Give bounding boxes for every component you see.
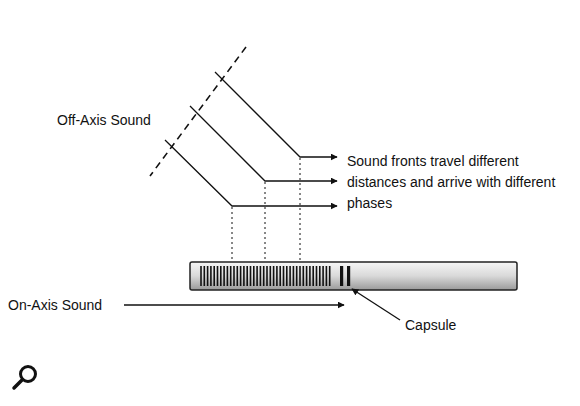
slot-stroke [246, 266, 248, 286]
slot-stroke [243, 266, 245, 286]
slot-stroke [230, 266, 232, 286]
slot-stroke [220, 266, 222, 286]
interference-slots [201, 266, 330, 286]
slot-stroke [279, 266, 281, 286]
slot-stroke [296, 266, 298, 286]
dotted-drop [300, 158, 301, 261]
slot-stroke [223, 266, 225, 286]
slot-stroke [289, 266, 291, 286]
magnifier-icon [14, 367, 36, 389]
off-axis-label: Off-Axis Sound [57, 110, 151, 131]
slot-stroke [312, 266, 314, 286]
sound-path [215, 72, 337, 157]
capsule-leader [352, 289, 400, 320]
wavefront-line [150, 47, 246, 176]
slot-stroke [316, 266, 318, 286]
slot-stroke [250, 266, 252, 286]
on-axis-label: On-Axis Sound [8, 295, 102, 316]
slot-stroke [204, 266, 206, 286]
slot-stroke [217, 266, 219, 286]
slot-stroke [240, 266, 242, 286]
slot-stroke [306, 266, 308, 286]
slot-stroke [269, 266, 271, 286]
capsule-element [340, 266, 343, 286]
slot-stroke [213, 266, 215, 286]
slot-stroke [309, 266, 311, 286]
slot-stroke [237, 266, 239, 286]
slot-stroke [286, 266, 288, 286]
slot-stroke [266, 266, 268, 286]
sound-path [190, 106, 337, 181]
dotted-drop [265, 182, 266, 261]
slot-stroke [326, 266, 328, 286]
slot-stroke [260, 266, 262, 286]
slot-stroke [299, 266, 301, 286]
slot-stroke [256, 266, 258, 286]
sound-path [165, 140, 337, 206]
slot-stroke [207, 266, 209, 286]
slot-stroke [319, 266, 321, 286]
slot-stroke [200, 266, 202, 286]
mic-tube [190, 262, 517, 290]
dotted-drop [232, 207, 233, 261]
slot-stroke [210, 266, 212, 286]
slot-stroke [283, 266, 285, 286]
slot-stroke [329, 266, 331, 286]
slot-stroke [253, 266, 255, 286]
slot-stroke [233, 266, 235, 286]
slot-stroke [227, 266, 229, 286]
capsule-element [347, 266, 350, 286]
capsule-label: Capsule [405, 315, 456, 336]
sound-fronts-note: Sound fronts travel different distances … [347, 151, 569, 214]
on-axis-arrow [124, 304, 344, 305]
slot-stroke [302, 266, 304, 286]
slot-stroke [293, 266, 295, 286]
slot-stroke [273, 266, 275, 286]
slot-stroke [322, 266, 324, 286]
slot-stroke [276, 266, 278, 286]
slot-stroke [263, 266, 265, 286]
